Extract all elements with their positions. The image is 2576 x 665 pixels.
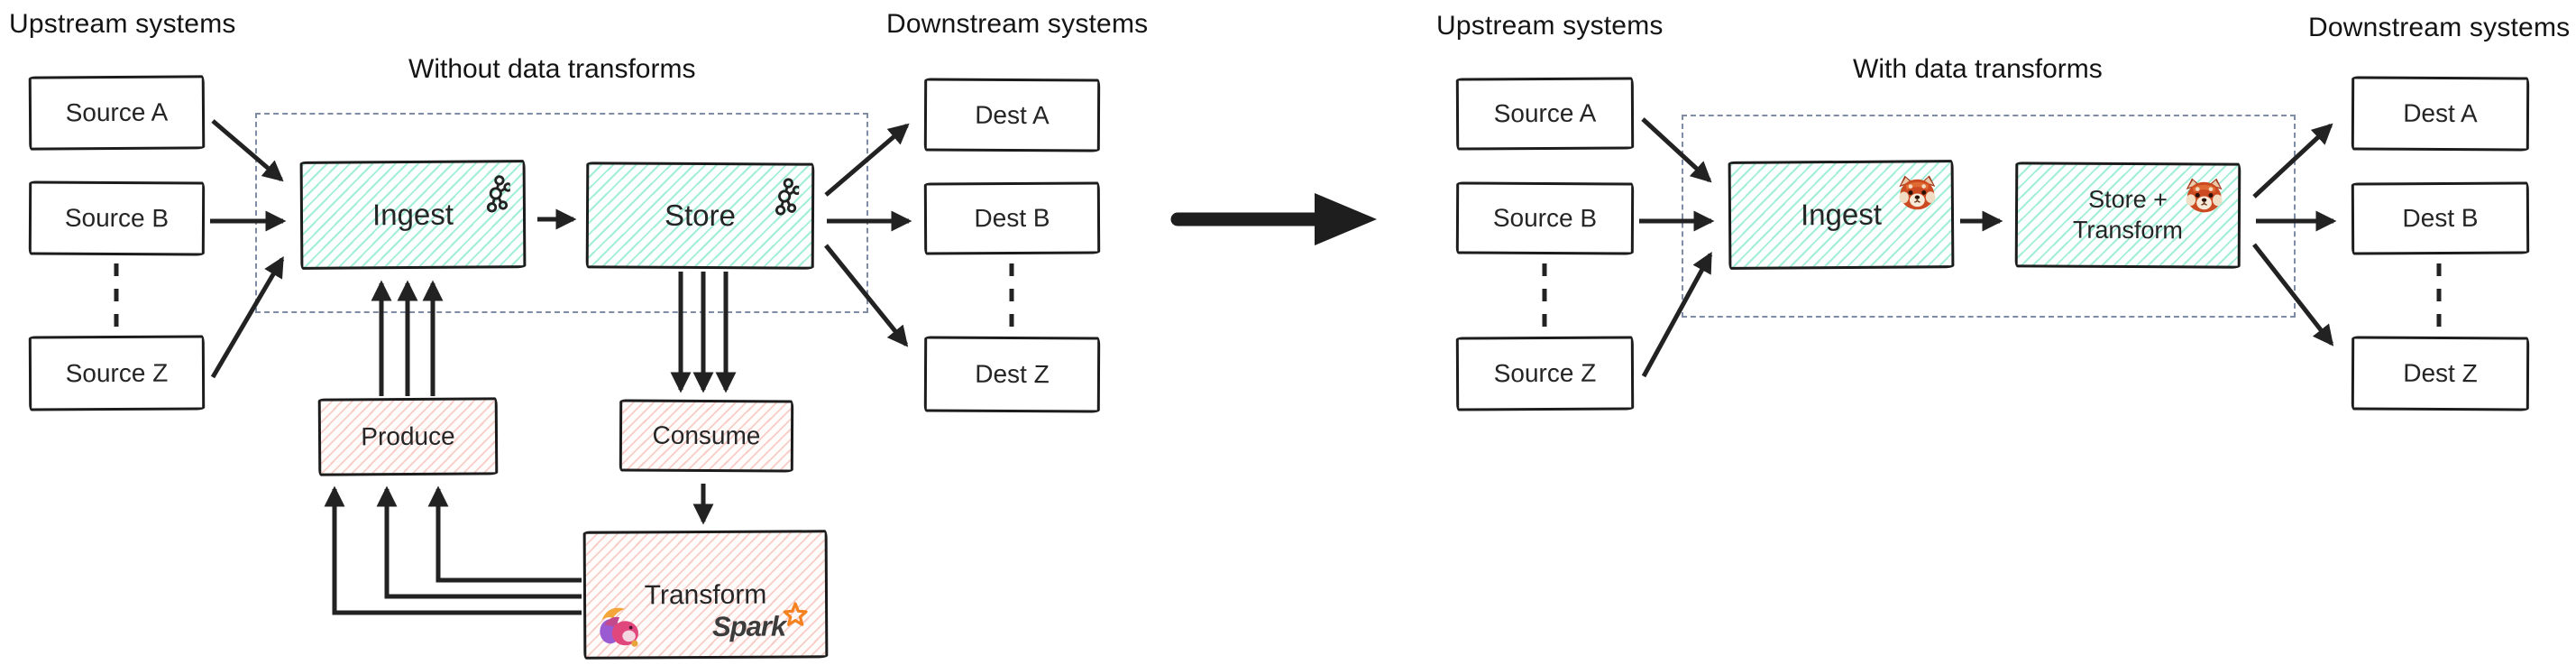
left-source-a-label: Source A [65, 97, 169, 127]
right-store-transform-box: Store + Transform [2014, 162, 2241, 269]
spark-wordmark: Spark [711, 610, 786, 642]
right-dest-z-box: Dest Z [2351, 336, 2530, 411]
right-dest-b-label: Dest B [2402, 203, 2479, 233]
left-dest-z-label: Dest Z [975, 359, 1050, 389]
left-dest-a-label: Dest A [975, 100, 1050, 129]
left-store-box: Store [585, 162, 815, 270]
left-downstream-label: Downstream systems [886, 9, 1149, 39]
right-store-transform-line1: Store + [2088, 185, 2168, 213]
flink-squirrel-icon [597, 602, 644, 649]
right-source-a-box: Source A [1455, 77, 1635, 151]
right-source-z-label: Source Z [1493, 358, 1597, 388]
redpanda-icon [2183, 176, 2225, 214]
left-upstream-label: Upstream systems [9, 9, 236, 39]
right-dest-a-label: Dest A [2403, 98, 2478, 128]
right-upstream-label: Upstream systems [1436, 11, 1664, 41]
left-title: Without data transforms [408, 54, 696, 84]
right-dest-z-label: Dest Z [2403, 358, 2478, 388]
left-transform-box: Transform Spark [582, 530, 829, 660]
redpanda-icon [1896, 173, 1939, 211]
arrow-transform-to-produce-3 [324, 485, 582, 615]
spark-star-icon [782, 601, 809, 628]
left-source-b-box: Source B [28, 180, 206, 256]
left-consume-box: Consume [619, 399, 794, 473]
left-produce-box: Produce [317, 397, 499, 476]
left-ingest-label: Ingest [371, 197, 454, 232]
left-produce-label: Produce [361, 421, 455, 451]
left-source-z-label: Source Z [65, 358, 169, 387]
right-store-transform-label: Store + Transform [2073, 184, 2183, 245]
left-store-label: Store [664, 198, 737, 233]
arrow-transform-to-produce-2 [376, 485, 582, 599]
left-consume-label: Consume [652, 420, 761, 450]
arrow-transform-to-produce-1 [427, 485, 582, 583]
transition-arrow [1170, 193, 1377, 245]
left-source-z-box: Source Z [28, 335, 206, 411]
left-dest-a-box: Dest A [923, 78, 1101, 152]
left-dest-b-label: Dest B [974, 203, 1050, 233]
left-source-b-label: Source B [64, 203, 170, 233]
right-title: With data transforms [1853, 54, 2103, 84]
left-pipeline-container [255, 113, 868, 313]
right-pipeline-container [1682, 115, 2296, 318]
right-ingest-box: Ingest [1728, 160, 1955, 270]
kafka-icon [770, 176, 802, 217]
left-source-a-box: Source A [28, 75, 206, 151]
kafka-icon [481, 173, 513, 215]
right-source-a-label: Source A [1493, 98, 1597, 128]
right-source-b-box: Source B [1455, 181, 1635, 255]
right-downstream-label: Downstream systems [2308, 13, 2571, 42]
left-dest-b-box: Dest B [923, 181, 1101, 255]
right-source-b-label: Source B [1492, 203, 1598, 233]
left-ingest-box: Ingest [299, 160, 527, 270]
right-ingest-label: Ingest [1800, 197, 1883, 232]
right-dest-b-box: Dest B [2351, 181, 2530, 255]
left-dest-z-box: Dest Z [923, 336, 1101, 413]
right-source-z-box: Source Z [1455, 336, 1635, 411]
right-store-transform-line2: Transform [2072, 216, 2183, 244]
spark-logo: Spark [711, 602, 812, 643]
right-dest-a-box: Dest A [2351, 76, 2530, 152]
